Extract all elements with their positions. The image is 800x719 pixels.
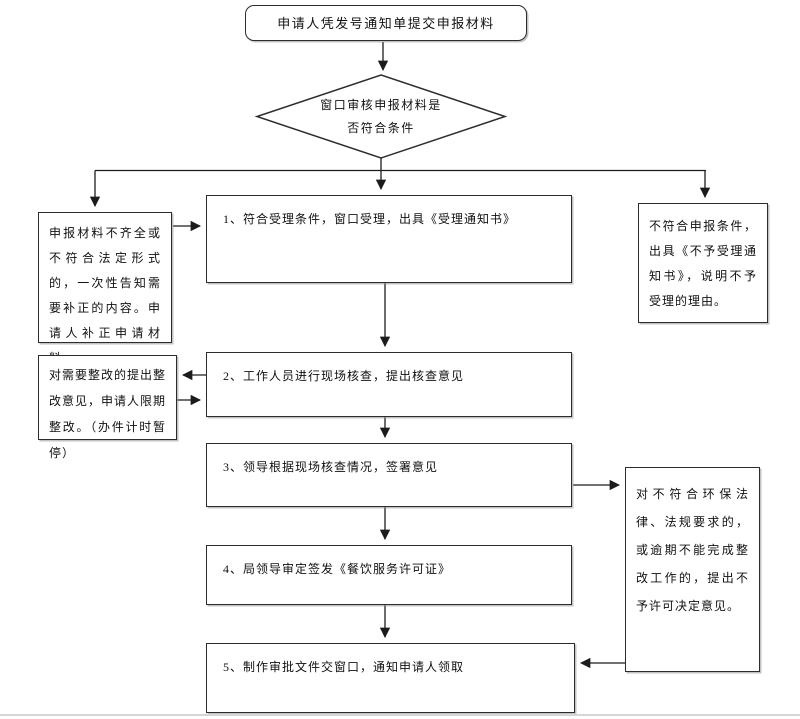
step-5-text: 5、制作审批文件交窗口，通知申请人领取 (223, 660, 465, 674)
denial-note-box: 对不符合环保法律、法规要求的，或逾期不能完成整改工作的，提出不予许可决定意见。 (625, 467, 760, 672)
start-node: 申请人凭发号通知单提交申报材料 (245, 5, 527, 41)
decision-label: 窗口审核申报材料是 否符合条件 (281, 94, 481, 140)
step-5-box: 5、制作审批文件交窗口，通知申请人领取 (206, 643, 575, 713)
decision-label-line1: 窗口审核申报材料是 (320, 98, 442, 112)
rejection-note-box: 不符合申报条件，出具《不予受理通知书》，说明不予受理的理由。 (638, 203, 768, 323)
correction-note-box: 申报材料不齐全或不符合法定形式的，一次性告知需要补正的内容。申请人补正申请材料。 (38, 212, 172, 365)
step-4-box: 4、局领导审定签发《餐饮服务许可证》 (206, 545, 572, 605)
step-3-text: 3、领导根据现场核查情况，签署意见 (223, 460, 439, 474)
step-1-box: 1、符合受理条件，窗口受理，出具《受理通知书》 (206, 195, 572, 283)
step-1-text: 1、符合受理条件，窗口受理，出具《受理通知书》 (223, 212, 517, 226)
rejection-note-text: 不符合申报条件，出具《不予受理通知书》，说明不予受理的理由。 (649, 219, 757, 308)
step-3-box: 3、领导根据现场核查情况，签署意见 (206, 443, 572, 507)
step-2-box: 2、工作人员进行现场核查，提出核查意见 (206, 352, 572, 417)
denial-note-text: 对不符合环保法律、法规要求的，或逾期不能完成整改工作的，提出不予许可决定意见。 (636, 487, 749, 613)
start-node-label: 申请人凭发号通知单提交申报材料 (277, 15, 495, 31)
step-2-text: 2、工作人员进行现场核查，提出核查意见 (223, 369, 465, 383)
step-4-text: 4、局领导审定签发《餐饮服务许可证》 (223, 562, 452, 576)
decision-label-line2: 否符合条件 (347, 121, 415, 135)
rectification-note-box: 对需要整改的提出整改意见，申请人限期整改。（办件计时暂停） (38, 355, 177, 460)
correction-note-text: 申报材料不齐全或不符合法定形式的，一次性告知需要补正的内容。申请人补正申请材料。 (49, 226, 161, 365)
rectification-note-text: 对需要整改的提出整改意见，申请人限期整改。（办件计时暂停） (49, 368, 167, 460)
bottom-divider (0, 714, 800, 716)
